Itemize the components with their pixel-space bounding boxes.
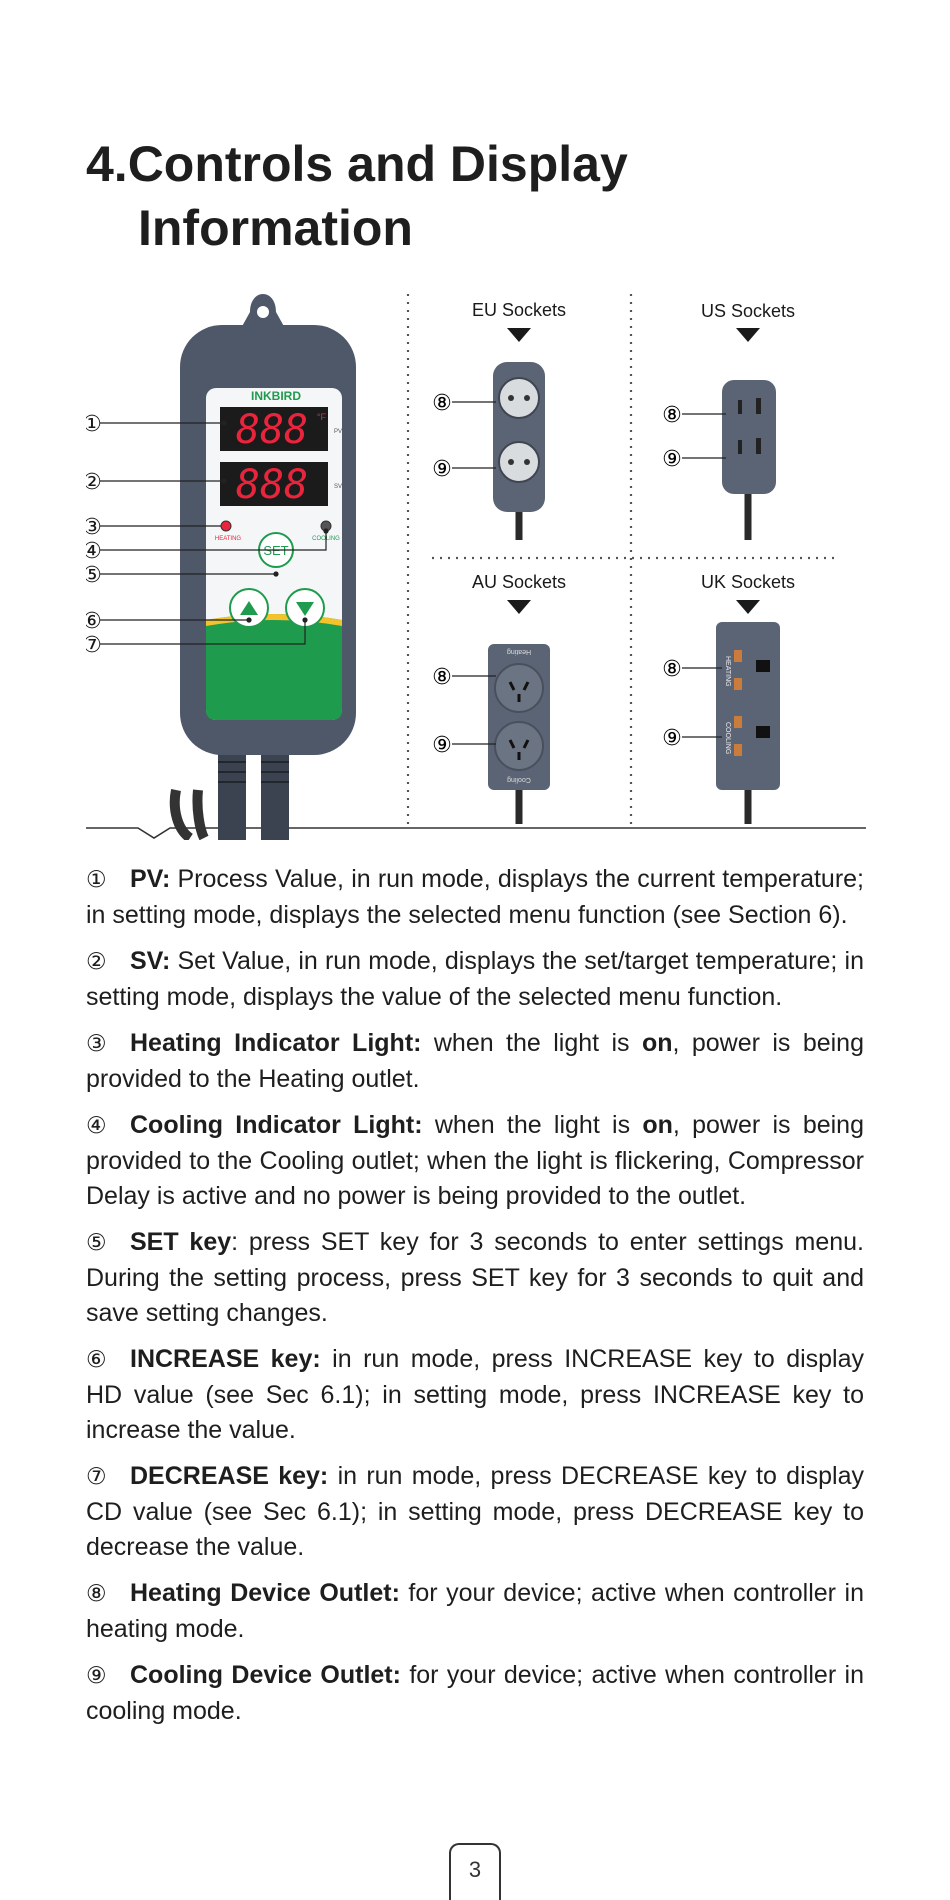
uk-down-triangle-icon [736,600,760,614]
definition-text: , power is being provided to the Heating… [86,1029,864,1093]
definition-cooling-indicator: ④ Cooling Indicator Light: when the light… [86,1108,864,1214]
definition-text: in run mode, press INCREASE key to displ… [86,1345,865,1444]
definition-number: ④ [86,1113,107,1139]
definition-text: Process Value, in run mode, displays the… [86,865,864,929]
green-panel [206,614,342,720]
definition-number: ① [86,867,107,893]
sv-display [220,462,328,506]
au-callout-8: ⑧ [432,665,452,690]
definition-heating-indicator: ③ Heating Indicator Light: when the light… [86,1026,864,1097]
callout-3: ③ [86,515,102,540]
pv-digits: 888 [236,407,308,453]
definition-term: Heating Indicator Light: [130,1029,422,1057]
definition-text: for your device; active when controller … [86,1579,864,1643]
definition-text: for your device; active when controller … [86,1661,864,1725]
callout-6: ⑥ [86,609,102,634]
definition-text: Set Value, in run mode, displays the set… [86,947,864,1011]
eu-callout-8: ⑧ [432,391,452,416]
title-line-1: 4.Controls and Display [86,136,628,192]
title-line-2: Information [138,200,413,256]
au-sockets: AU Sockets Heating Cooling ⑧ ⑨ [432,572,566,824]
uk-cooling-label: COOLING [724,722,731,754]
definitions-list: ① PV: Process Value, in run mode, display… [86,862,864,1740]
us-sockets-title: US Sockets [701,301,795,321]
definition-heating-outlet: ⑧ Heating Device Outlet: for your device;… [86,1576,864,1647]
definition-emphasis: on [641,1029,673,1057]
definition-cooling-outlet: ⑨ Cooling Device Outlet: for your device;… [86,1658,864,1729]
brand-logo: INKBIRD [251,389,301,403]
controller-figure: INKBIRD 888 °F PV 888 SV HEATING COOLING… [86,294,866,840]
definition-number: ⑦ [86,1464,107,1490]
definition-term: DECREASE key: [130,1462,329,1490]
au-sockets-title: AU Sockets [472,572,566,592]
heating-indicator-light [220,520,232,532]
definition-pv: ① PV: Process Value, in run mode, display… [86,862,864,933]
definition-emphasis: on [642,1111,673,1139]
figure-baseline [86,827,866,839]
pv-unit: °F [317,412,327,422]
us-callout-9: ⑨ [662,447,682,472]
callout-2: ② [86,470,102,495]
callout-4: ④ [86,539,102,564]
callout-1: ① [86,412,102,437]
uk-callout-9: ⑨ [662,726,682,751]
controller-callout-lines [100,420,329,645]
definition-number: ⑥ [86,1347,107,1373]
heating-label: HEATING [215,536,242,542]
definition-term: SET key [130,1228,232,1256]
definition-text: when the light is [422,1111,643,1139]
us-socket-strip [722,380,776,494]
callout-5: ⑤ [86,563,102,588]
callout-7: ⑦ [86,633,102,658]
eu-callout-9: ⑨ [432,457,452,482]
eu-down-triangle-icon [507,328,531,342]
definition-text: in run mode, press DECREASE key to displ… [86,1462,864,1561]
page-title: 4.Controls and Display Information [86,132,628,260]
definition-term: Cooling Device Outlet: [130,1661,401,1689]
definition-number: ③ [86,1031,107,1057]
definition-term: SV: [130,947,171,975]
us-callout-8: ⑧ [662,403,682,428]
definition-number: ② [86,949,107,975]
sv-digits: 888 [236,462,308,508]
eu-sockets: EU Sockets ⑧ ⑨ [432,300,566,540]
definition-number: ⑨ [86,1663,107,1689]
au-callout-9: ⑨ [432,733,452,758]
controller-device: INKBIRD 888 °F PV 888 SV HEATING COOLING… [169,294,356,840]
us-down-triangle-icon [736,328,760,342]
us-sockets: US Sockets ⑧ ⑨ [662,301,795,540]
down-arrow-icon [296,602,314,616]
pv-display [220,407,328,451]
definition-text: when the light is [421,1029,642,1057]
definition-increase-key: ⑥ INCREASE key: in run mode, press INCREA… [86,1342,864,1448]
definition-term: Cooling Indicator Light: [130,1111,423,1139]
definition-number: ⑧ [86,1581,107,1607]
au-cooling-label: Cooling [507,776,531,783]
definition-term: INCREASE key: [130,1345,321,1373]
definition-decrease-key: ⑦ DECREASE key: in run mode, press DECREA… [86,1459,864,1565]
definition-text: : press SET key for 3 seconds to enter s… [86,1228,864,1327]
up-arrow-icon [240,601,258,615]
uk-sockets-title: UK Sockets [701,572,795,592]
definition-number: ⑤ [86,1230,107,1256]
uk-sockets: UK Sockets HEATING COOLING ⑧ ⑨ [662,572,795,824]
definition-term: PV: [130,865,171,893]
au-down-triangle-icon [507,600,531,614]
definition-text: , power is being provided to the Cooling… [86,1111,864,1210]
definition-set-key: ⑤ SET key: press SET key for 3 seconds to… [86,1225,864,1331]
uk-callout-8: ⑧ [662,657,682,682]
sv-tag: SV [334,484,342,490]
definition-sv: ② SV: Set Value, in run mode, displays th… [86,944,864,1015]
uk-heating-label: HEATING [724,656,731,687]
uk-socket-strip [716,622,780,790]
pv-tag: PV [334,429,342,435]
page-number: 3 [449,1843,501,1900]
au-heating-label: Heating [507,648,531,655]
eu-sockets-title: EU Sockets [472,300,566,320]
definition-term: Heating Device Outlet: [130,1579,400,1607]
